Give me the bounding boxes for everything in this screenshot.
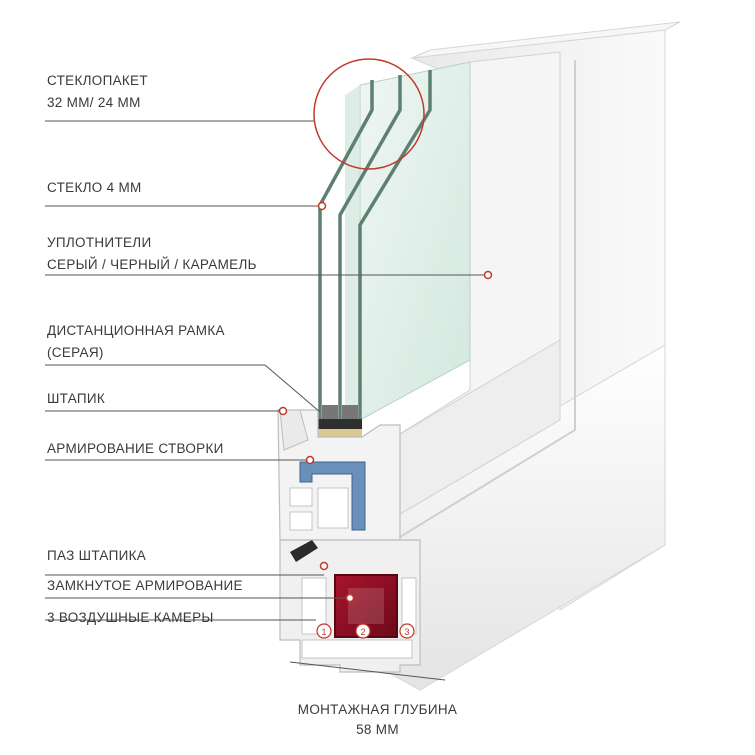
label-bead-line1: ШТАПИК — [47, 391, 106, 406]
label-spacer-line1: ДИСТАНЦИОННАЯ РАМКА — [47, 323, 225, 338]
air-chamber-3: 3 — [399, 623, 415, 639]
label-closed-reinforcement: ЗАМКНУТОЕ АРМИРОВАНИЕ — [47, 575, 243, 597]
label-air-chambers-line1: 3 ВОЗДУШНЫЕ КАМЕРЫ — [47, 610, 214, 625]
label-bead-groove: ПАЗ ШТАПИКА — [47, 545, 146, 567]
label-sash-reinforcement: АРМИРОВАНИЕ СТВОРКИ — [47, 438, 224, 460]
mounting-depth-caption-line2: 58 ММ — [356, 722, 399, 737]
leader-lines — [45, 120, 488, 681]
label-glass-line1: СТЕКЛО 4 ММ — [47, 180, 142, 195]
label-glass-unit-line2: 32 ММ/ 24 ММ — [47, 95, 141, 110]
mounting-depth-caption: МОНТАЖНАЯ ГЛУБИНА 58 ММ — [0, 700, 755, 740]
label-seals-line2: СЕРЫЙ / ЧЕРНЫЙ / КАРАМЕЛЬ — [47, 257, 257, 272]
air-chamber-2-number: 2 — [360, 627, 365, 637]
glass-pane — [345, 61, 471, 428]
label-closed-reinforcement-line1: ЗАМКНУТОЕ АРМИРОВАНИЕ — [47, 578, 243, 593]
label-spacer: ДИСТАНЦИОННАЯ РАМКА (СЕРАЯ) — [47, 320, 225, 364]
air-chamber-1: 1 — [316, 623, 332, 639]
leader-dots — [278, 201, 493, 603]
label-air-chambers: 3 ВОЗДУШНЫЕ КАМЕРЫ — [47, 607, 214, 629]
label-seals-line1: УПЛОТНИТЕЛИ — [47, 235, 152, 250]
air-chamber-1-number: 1 — [321, 627, 326, 637]
spacer-frames — [318, 405, 362, 437]
label-glass: СТЕКЛО 4 ММ — [47, 177, 142, 199]
air-chamber-3-number: 3 — [404, 627, 409, 637]
air-chamber-markers: 1 2 3 — [316, 623, 415, 639]
label-spacer-line2: (СЕРАЯ) — [47, 345, 104, 360]
glass-unit-highlight — [313, 58, 425, 170]
air-chamber-2: 2 — [355, 623, 371, 639]
label-bead: ШТАПИК — [47, 388, 105, 410]
label-sash-reinforcement-line1: АРМИРОВАНИЕ СТВОРКИ — [47, 441, 224, 456]
label-glass-unit-line1: СТЕКЛОПАКЕТ — [47, 73, 148, 88]
label-seals: УПЛОТНИТЕЛИ СЕРЫЙ / ЧЕРНЫЙ / КАРАМЕЛЬ — [47, 232, 257, 276]
label-bead-groove-line1: ПАЗ ШТАПИКА — [47, 548, 147, 563]
glass-sheets — [318, 70, 432, 420]
frame-section — [279, 539, 421, 673]
mounting-depth-caption-line1: МОНТАЖНАЯ ГЛУБИНА — [297, 702, 458, 717]
sash — [389, 51, 561, 521]
label-glass-unit: СТЕКЛОПАКЕТ 32 ММ/ 24 ММ — [47, 70, 148, 114]
